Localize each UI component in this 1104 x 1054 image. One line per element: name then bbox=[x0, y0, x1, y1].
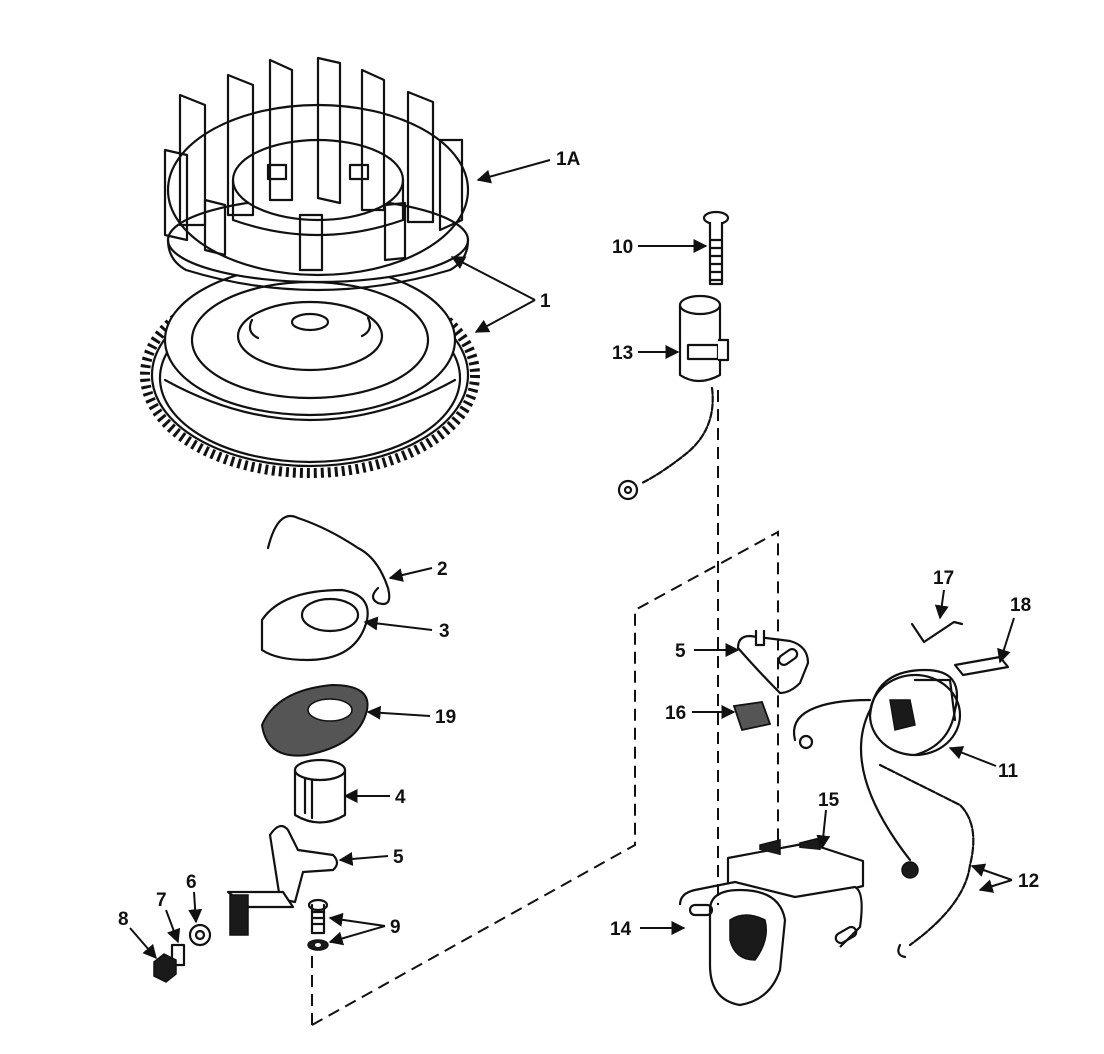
callout-8: 8 bbox=[118, 909, 129, 930]
callout-6: 6 bbox=[186, 872, 197, 893]
callout-14: 14 bbox=[610, 919, 632, 940]
callout-3: 3 bbox=[439, 621, 450, 642]
coil-clip bbox=[910, 620, 964, 644]
callout-19: 19 bbox=[435, 707, 456, 728]
callout-7: 7 bbox=[156, 890, 167, 911]
callout-4: 4 bbox=[395, 787, 406, 808]
flywheel bbox=[140, 263, 480, 478]
callout-12: 12 bbox=[1018, 871, 1039, 892]
callout-10: 10 bbox=[612, 237, 633, 258]
callout-2: 2 bbox=[437, 559, 448, 580]
callout-17: 17 bbox=[933, 568, 954, 589]
cooling-fan bbox=[163, 56, 470, 292]
breaker-bracket bbox=[736, 630, 810, 695]
washer-terminal-nut bbox=[153, 923, 212, 983]
coil-wedge bbox=[953, 655, 1010, 677]
callout-9: 9 bbox=[390, 917, 401, 938]
mounting-screw bbox=[702, 210, 730, 286]
breaker-arm bbox=[226, 824, 339, 936]
bushing bbox=[293, 758, 347, 824]
breaker-base bbox=[678, 837, 865, 1007]
callout-11: 11 bbox=[998, 761, 1019, 782]
callout-15: 15 bbox=[818, 790, 840, 811]
callout-5-right: 5 bbox=[675, 641, 686, 662]
cam-wiper-pad bbox=[732, 701, 772, 732]
retainer-spring bbox=[266, 515, 391, 606]
screw-and-washer bbox=[307, 898, 329, 951]
alignment-lines bbox=[311, 390, 779, 1026]
breaker-cover bbox=[260, 588, 369, 662]
callout-13: 13 bbox=[612, 343, 633, 364]
ignition-coil bbox=[792, 668, 962, 879]
callout-18: 18 bbox=[1010, 595, 1031, 616]
callout-labels: 1A 1 2 3 19 4 5 6 7 8 9 10 13 5 16 17 18… bbox=[118, 149, 1039, 940]
callout-leaders bbox=[129, 159, 1015, 960]
callout-1A: 1A bbox=[556, 149, 581, 170]
lead-wire bbox=[878, 763, 975, 947]
callout-5-left: 5 bbox=[393, 847, 404, 868]
condenser bbox=[617, 294, 730, 501]
callout-1: 1 bbox=[540, 291, 551, 312]
felt-gasket bbox=[260, 683, 369, 757]
callout-16: 16 bbox=[665, 703, 686, 724]
